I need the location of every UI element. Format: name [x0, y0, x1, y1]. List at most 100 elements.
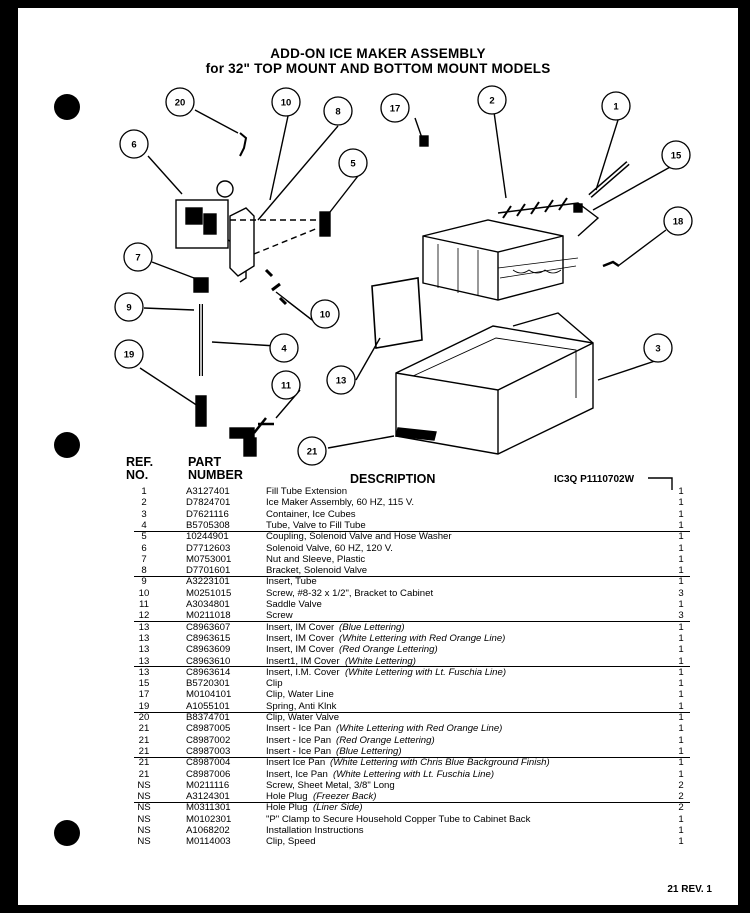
description-cell: Hole Plug: [266, 802, 308, 814]
header-part-line1: PART: [188, 455, 222, 469]
ref-cell: 19: [138, 700, 150, 712]
ref-cell: 21: [138, 745, 150, 757]
ref-cell: 21: [138, 768, 150, 780]
description-cell: Insert - Ice Pan: [266, 734, 332, 746]
quantity-cell: 1: [678, 531, 684, 543]
ref-cell: 15: [138, 678, 150, 690]
part-number-cell: C8987003: [186, 745, 231, 757]
callout-label: 10: [281, 98, 292, 109]
callout-label: 6: [131, 140, 136, 151]
part-number-cell: M0104101: [186, 689, 232, 701]
quantity-cell: 1: [678, 565, 684, 577]
description-cell: Clip, Speed: [266, 836, 316, 848]
part-number-cell: C8963609: [186, 644, 231, 656]
part-number-cell: C8963607: [186, 621, 231, 633]
quantity-cell: 1: [678, 813, 684, 825]
binder-hole: [54, 94, 80, 120]
description-note: (Red Orange Lettering): [336, 734, 435, 746]
group-divider: [134, 801, 690, 803]
part-number-cell: A3034801: [186, 599, 230, 610]
part-number-cell: M0102301: [186, 813, 232, 825]
header-description: DESCRIPTION: [350, 472, 436, 486]
quantity-cell: 1: [678, 700, 684, 712]
quantity-cell: 1: [678, 712, 684, 723]
ref-cell: NS: [137, 813, 151, 825]
group-divider: [134, 756, 690, 758]
ice-maker-assembly-shape: [422, 197, 600, 301]
description-cell: Ice Maker Assembly, 60 HZ, 115 V.: [266, 497, 415, 509]
quantity-cell: 1: [678, 723, 684, 735]
ref-cell: NS: [137, 802, 151, 814]
cover-insert-shape: [371, 277, 423, 349]
part-number-cell: A3124301: [186, 791, 230, 803]
description-cell: Insert, Tube: [266, 576, 317, 588]
description-cell: Insert, Ice Pan: [266, 768, 328, 780]
ref-cell: 8: [141, 565, 147, 577]
quantity-cell: 1: [678, 644, 684, 656]
part-number-cell: C8987002: [186, 734, 231, 746]
ref-cell: 20: [138, 712, 150, 723]
callout-label: 5: [350, 159, 356, 170]
callout-label: 19: [124, 350, 135, 361]
part-number-cell: M0251015: [186, 587, 232, 599]
diagram-subtitle: for 32" TOP MOUNT AND BOTTOM MOUNT MODEL…: [205, 61, 551, 76]
part-number-cell: A3127401: [186, 486, 230, 497]
quantity-cell: 1: [678, 553, 684, 565]
part-number-cell: B5705308: [186, 519, 230, 531]
part-number-cell: D7701601: [186, 565, 231, 577]
callout-label: 20: [175, 98, 186, 109]
part-number-cell: D7621116: [186, 508, 229, 520]
group-divider: [134, 711, 690, 713]
description-cell: Clip: [266, 678, 283, 690]
ref-cell: 21: [138, 723, 150, 735]
description-cell: Insert1, IM Cover: [266, 655, 340, 667]
description-cell: Tube, Valve to Fill Tube: [266, 519, 366, 531]
description-cell: Screw: [266, 610, 293, 622]
group-divider: [134, 666, 690, 668]
quantity-cell: 1: [678, 621, 684, 633]
exploded-view-drawing: 20 10 8 17 2 1 6 5 15 7 9 4 19 11 10 13 …: [114, 85, 693, 466]
description-cell: Coupling, Solenoid Valve and Hose Washer: [266, 531, 452, 543]
description-note: (Freezer Back): [313, 791, 377, 803]
part-number-cell: B8374701: [186, 712, 230, 723]
ref-cell: 12: [138, 610, 150, 622]
description-note: (Blue Lettering): [339, 621, 405, 633]
ref-cell: 3: [141, 508, 147, 520]
quantity-cell: 1: [678, 768, 684, 780]
description-cell: Spring, Anti Klnk: [266, 700, 337, 712]
ref-cell: 4: [141, 519, 147, 531]
ref-cell: 1: [141, 486, 147, 497]
part-number-cell: D7824701: [186, 497, 231, 509]
callout-label: 15: [671, 151, 682, 162]
description-cell: Solenoid Valve, 60 HZ, 120 V.: [266, 542, 393, 554]
bracket-shape: [229, 207, 255, 277]
part-number-cell: M0311301: [186, 802, 231, 814]
description-note: (White Lettering with Lt. Fuschia Line): [345, 666, 507, 678]
ref-cell: 5: [141, 531, 147, 543]
ref-cell: 21: [138, 734, 150, 746]
description-cell: Insert, IM Cover: [266, 644, 335, 656]
quantity-cell: 2: [678, 802, 684, 814]
callout-label: 18: [673, 217, 684, 228]
description-cell: Installation Instructions: [266, 825, 364, 836]
quantity-cell: 1: [678, 825, 684, 836]
quantity-cell: 1: [678, 542, 684, 554]
